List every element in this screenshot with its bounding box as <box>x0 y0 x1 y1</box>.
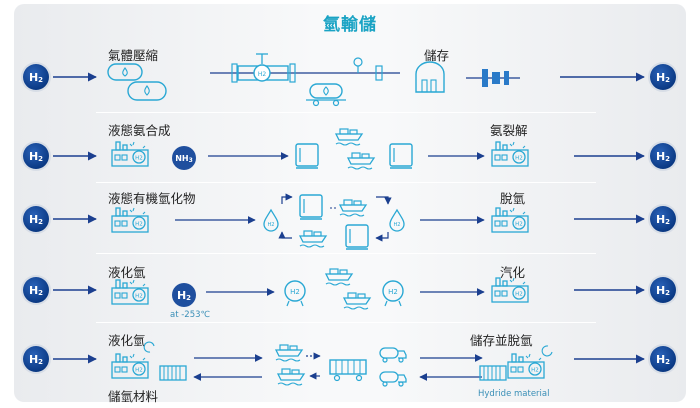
h2-sphere-tank-icon <box>284 280 306 307</box>
tank-icon <box>299 194 323 220</box>
svg-text:H2: H2 <box>258 71 267 78</box>
hydride-material-icon <box>479 365 507 381</box>
pipeline-icon: H2 <box>210 53 400 83</box>
factory-icon <box>111 353 149 379</box>
ship-icon <box>339 199 367 217</box>
ship-icon <box>325 268 353 286</box>
tank-icon <box>389 143 413 169</box>
tanker-truck-icon <box>379 347 407 363</box>
factory-icon <box>111 279 149 305</box>
storage-tank-icon <box>415 61 445 93</box>
factory-icon <box>111 141 149 167</box>
diagram-title: 氫輸儲 <box>323 15 377 35</box>
row2-left-label: 液態氨合成 <box>108 123 171 138</box>
row2-right-label: 氨裂解 <box>490 123 528 138</box>
pipe-valve-icon <box>466 69 520 87</box>
ship-icon <box>335 128 363 146</box>
row5-bottom-left-label: 儲氫材料 <box>108 389 159 404</box>
tank-icon <box>345 224 369 250</box>
factory-icon <box>491 207 529 233</box>
row-divider <box>96 322 596 323</box>
gas-cylinder-icon <box>107 63 167 101</box>
h2-sphere-tank-icon <box>382 280 404 307</box>
row3-left-label: 液態有機氫化物 <box>108 191 196 206</box>
hydride-material-icon <box>159 365 187 381</box>
rail-wagon-icon <box>329 359 367 382</box>
tank-icon <box>295 143 319 169</box>
ship-icon <box>277 368 305 386</box>
row4-right-label: 汽化 <box>500 265 526 280</box>
hydrogen-drop-icon <box>389 209 405 232</box>
temperature-note: at -253℃ <box>170 310 211 320</box>
ship-icon <box>299 230 327 248</box>
row4-left-label: 液化氫 <box>108 265 146 280</box>
factory-icon <box>507 353 545 379</box>
ship-icon <box>347 152 375 170</box>
factory-icon <box>111 207 149 233</box>
row-divider <box>96 112 596 113</box>
row5-left-label: 液化氫 <box>108 333 146 348</box>
row-divider <box>96 253 596 254</box>
row1-left-label: 氣體壓縮 <box>108 48 159 63</box>
ship-icon <box>275 344 303 362</box>
rail-tanker-icon <box>306 83 346 107</box>
row3-right-label: 脫氫 <box>500 191 526 206</box>
ship-icon <box>343 292 371 310</box>
row-divider <box>96 182 596 183</box>
factory-icon <box>491 277 529 303</box>
hydrogen-drop-icon <box>263 209 279 232</box>
row1-right-label: 儲存 <box>424 48 450 63</box>
row5-right-label: 儲存並脫氫 <box>470 333 533 348</box>
tanker-truck-icon <box>379 371 407 387</box>
factory-icon <box>491 141 529 167</box>
hydride-note: Hydride material <box>478 389 550 399</box>
